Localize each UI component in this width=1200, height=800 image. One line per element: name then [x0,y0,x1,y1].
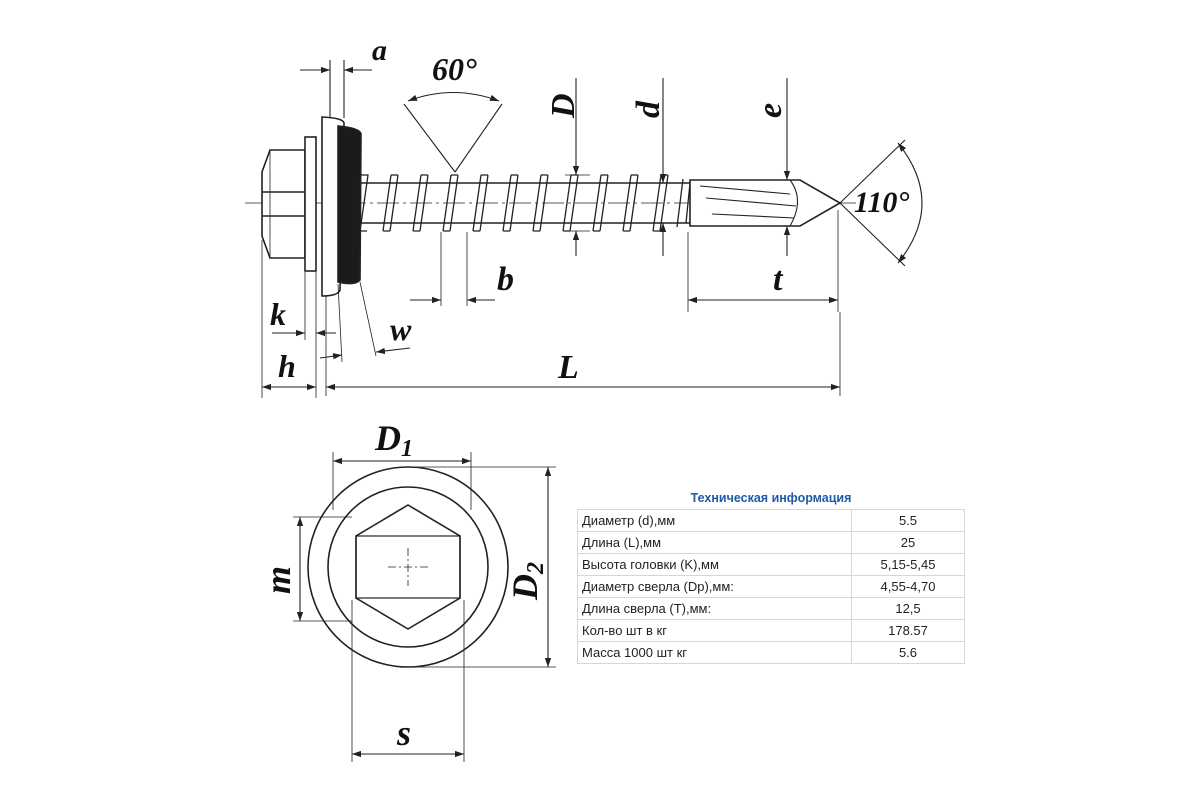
dimension-s [351,600,465,762]
label-D1: D1 [374,418,413,462]
label-D: D [545,93,582,119]
spec-title: Техническая информация [690,491,852,505]
screw-side-view [245,60,923,398]
spec-value: 25 [851,531,965,554]
shank [361,182,690,224]
dimension-h [261,240,317,398]
label-m: m [258,566,298,594]
tip-angle [839,139,923,267]
label-k: k [270,296,286,332]
dimension-a [300,60,372,118]
dimension-D1 [332,452,472,510]
thread-profile [359,174,691,232]
spec-label: Кол-во шт в кг [577,619,852,642]
label-L: L [557,349,579,386]
washer-outer-circle [307,466,509,668]
spec-value: 178.57 [851,619,965,642]
dimension-w [319,281,411,363]
hex-head [261,136,317,272]
spec-label: Длина сверла (T),мм: [577,597,852,620]
dimension-L [325,296,841,396]
label-tip-angle: 110° [854,186,909,219]
label-d: d [630,100,667,118]
spec-value: 5.6 [851,641,965,664]
label-e: e [752,103,789,118]
table-row: Диаметр сверла (Dp),мм:4,55-4,70 [577,575,965,598]
spec-value: 12,5 [851,597,965,620]
dimension-b [410,232,495,306]
washer-inner-circle [327,486,489,648]
screw-top-view [293,452,556,762]
dimension-t [687,210,839,312]
dimension-m [293,516,352,622]
label-w: w [390,311,412,347]
table-row: Длина сверла (T),мм:12,5 [577,597,965,620]
dimension-d [655,78,675,256]
dimension-D2 [410,466,556,668]
epdm-washer [337,125,362,285]
label-a: a [372,34,387,67]
spec-value: 5,15-5,45 [851,553,965,576]
label-D2: D2 [505,562,549,601]
drill-point [689,179,842,227]
label-thread-angle: 60° [432,51,477,87]
thread-angle [403,91,503,173]
spec-label: Диаметр (d),мм [577,509,852,532]
label-b: b [497,261,514,298]
spec-label: Масса 1000 шт кг [577,641,852,664]
spec-value: 5.5 [851,509,965,532]
label-h: h [278,348,296,384]
spec-value: 4,55-4,70 [851,575,965,598]
label-s: s [396,713,411,753]
dimension-D [565,78,590,256]
spec-label: Высота головки (K),мм [577,553,852,576]
hex-face [355,535,461,599]
spec-label: Длина (L),мм [577,531,852,554]
spec-label: Диаметр сверла (Dp),мм: [577,575,852,598]
label-t: t [773,261,784,298]
